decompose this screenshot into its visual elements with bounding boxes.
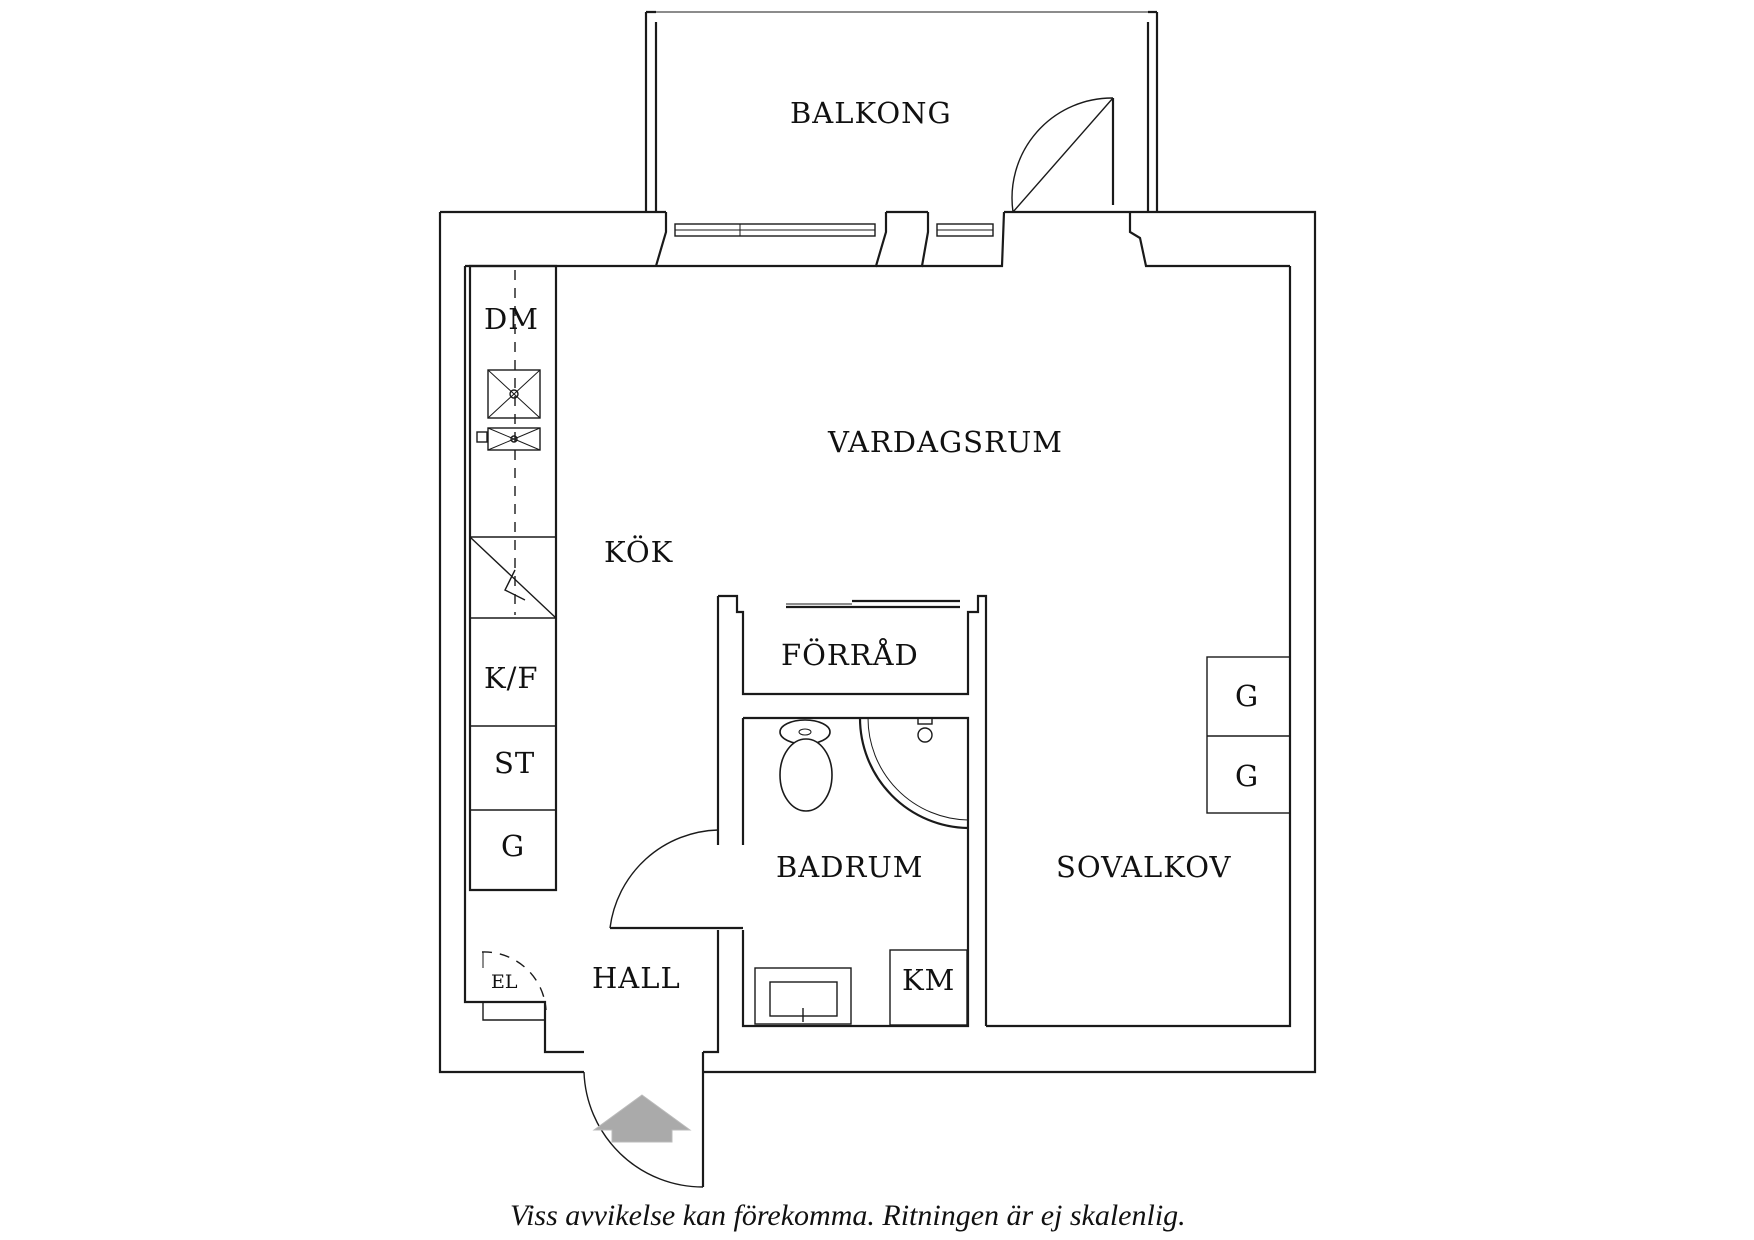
kitchen-counter xyxy=(468,264,558,892)
fixture-label-fridge-freezer: K/F xyxy=(484,661,539,695)
room-label-living-room: VARDAGSRUM xyxy=(827,425,1063,459)
entrance-door xyxy=(583,1071,705,1188)
fixture-label-wardrobe-2: G xyxy=(1235,759,1259,793)
room-label-bathroom: BADRUM xyxy=(776,850,923,884)
balcony-door xyxy=(1011,97,1115,213)
room-label-hall: HALL xyxy=(592,961,681,995)
room-label-sleeping-alcove: SOVALKOV xyxy=(1056,850,1231,884)
fixture-label-electrical: EL xyxy=(491,971,518,993)
sink-icon xyxy=(487,369,541,419)
windows xyxy=(674,223,994,237)
fixture-label-wardrobe-kitchen: G xyxy=(501,829,525,863)
toilet-icon xyxy=(779,719,833,812)
washing-machine xyxy=(889,949,968,1026)
room-label-balcony: BALKONG xyxy=(790,96,952,130)
fixture-label-washing-machine: KM xyxy=(902,963,955,997)
room-label-storage: FÖRRÅD xyxy=(781,637,919,672)
fixture-label-dishwasher: DM xyxy=(484,302,539,336)
shower-icon xyxy=(858,717,969,830)
alcove-wardrobes xyxy=(1206,656,1291,814)
bathroom-door xyxy=(609,829,743,930)
room-label-kitchen: KÖK xyxy=(604,534,674,569)
balcony xyxy=(644,10,1159,212)
electrical-cabinet xyxy=(481,951,547,1021)
fixture-label-wardrobe-1: G xyxy=(1235,679,1259,713)
bathroom-sink xyxy=(754,967,852,1025)
fixture-label-stove: ST xyxy=(494,746,535,780)
entry-arrow-icon xyxy=(592,1094,692,1143)
disclaimer-note: Viss avvikelse kan förekomma. Ritningen … xyxy=(510,1199,1186,1232)
bathroom-block xyxy=(703,594,988,1054)
